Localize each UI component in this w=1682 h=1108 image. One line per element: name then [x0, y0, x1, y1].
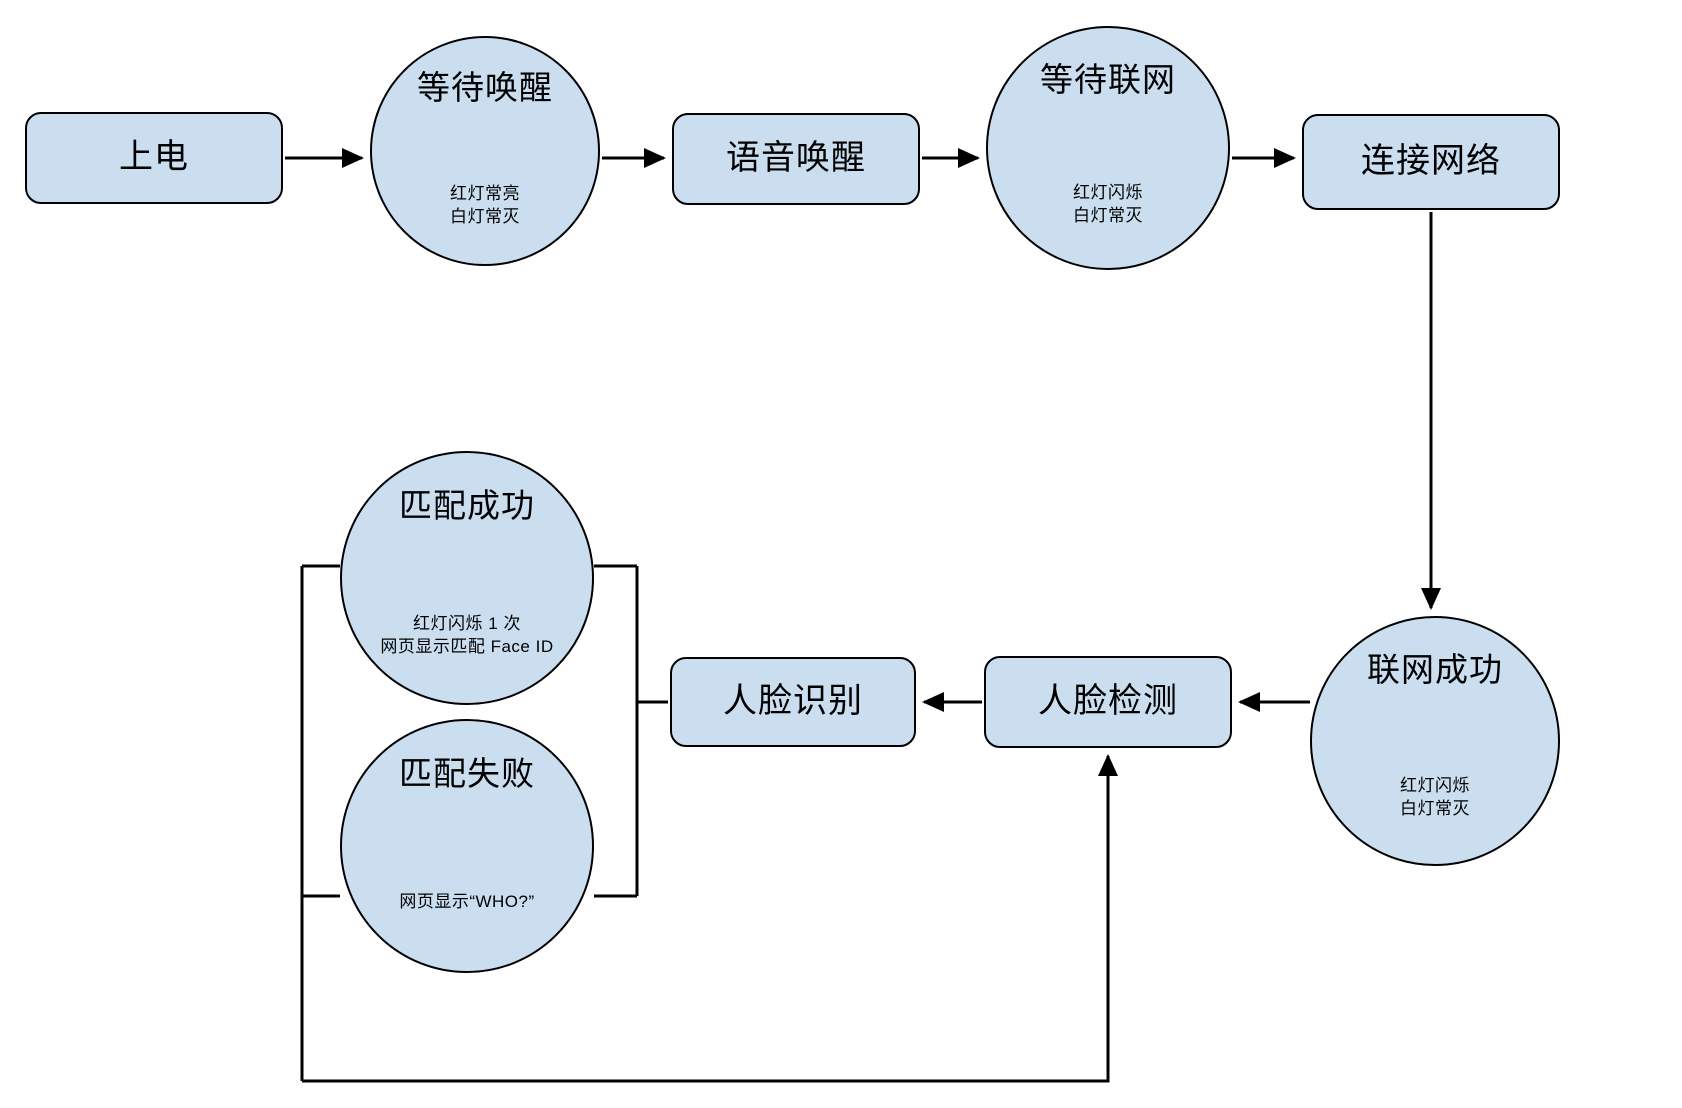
node-match-fail-title-wrap: 匹配失败 [342, 755, 592, 792]
node-waiting-wakeup-sub: 红灯常亮 白灯常灭 [450, 183, 520, 226]
node-waiting-wakeup-title: 等待唤醒 [417, 68, 553, 106]
node-face-detect-title: 人脸检测 [1038, 682, 1178, 721]
node-waiting-network-title-wrap: 等待联网 [988, 60, 1228, 98]
node-match-fail-sub-wrap: 网页显示“WHO?” [342, 891, 592, 914]
node-match-success-sub: 红灯闪烁 1 次 网页显示匹配 Face ID [380, 614, 554, 656]
node-face-recognize[interactable]: 人脸识别 [670, 657, 916, 747]
node-power-on-title: 上电 [119, 138, 189, 177]
node-waiting-network[interactable]: 等待联网 红灯闪烁 白灯常灭 [986, 26, 1230, 270]
node-network-success-sub-wrap: 红灯闪烁 白灯常灭 [1312, 775, 1558, 821]
node-power-on[interactable]: 上电 [25, 112, 283, 204]
node-connect-network-title: 连接网络 [1361, 142, 1501, 181]
node-voice-wakeup[interactable]: 语音唤醒 [672, 113, 920, 205]
node-match-fail-title: 匹配失败 [399, 755, 535, 792]
node-voice-wakeup-title: 语音唤醒 [726, 139, 866, 178]
node-match-success-title-wrap: 匹配成功 [342, 487, 592, 524]
node-waiting-network-sub: 红灯闪烁 白灯常灭 [1073, 182, 1143, 225]
node-waiting-network-sub-wrap: 红灯闪烁 白灯常灭 [988, 182, 1228, 228]
node-waiting-network-title: 等待联网 [1040, 60, 1176, 98]
node-face-detect[interactable]: 人脸检测 [984, 656, 1232, 748]
node-connect-network[interactable]: 连接网络 [1302, 114, 1560, 210]
node-waiting-wakeup[interactable]: 等待唤醒 红灯常亮 白灯常灭 [370, 36, 600, 266]
node-network-success[interactable]: 联网成功 红灯闪烁 白灯常灭 [1310, 616, 1560, 866]
node-network-success-title: 联网成功 [1367, 651, 1503, 689]
node-network-success-sub: 红灯闪烁 白灯常灭 [1400, 776, 1470, 819]
node-face-recognize-title: 人脸识别 [723, 682, 863, 721]
node-waiting-wakeup-title-wrap: 等待唤醒 [372, 68, 598, 106]
node-match-success[interactable]: 匹配成功 红灯闪烁 1 次 网页显示匹配 Face ID [340, 451, 594, 705]
node-network-success-title-wrap: 联网成功 [1312, 651, 1558, 689]
node-match-fail-sub: 网页显示“WHO?” [399, 892, 535, 911]
node-waiting-wakeup-sub-wrap: 红灯常亮 白灯常灭 [372, 183, 598, 229]
node-match-success-sub-wrap: 红灯闪烁 1 次 网页显示匹配 Face ID [342, 613, 592, 659]
node-match-success-title: 匹配成功 [399, 487, 535, 524]
node-match-fail[interactable]: 匹配失败 网页显示“WHO?” [340, 719, 594, 973]
